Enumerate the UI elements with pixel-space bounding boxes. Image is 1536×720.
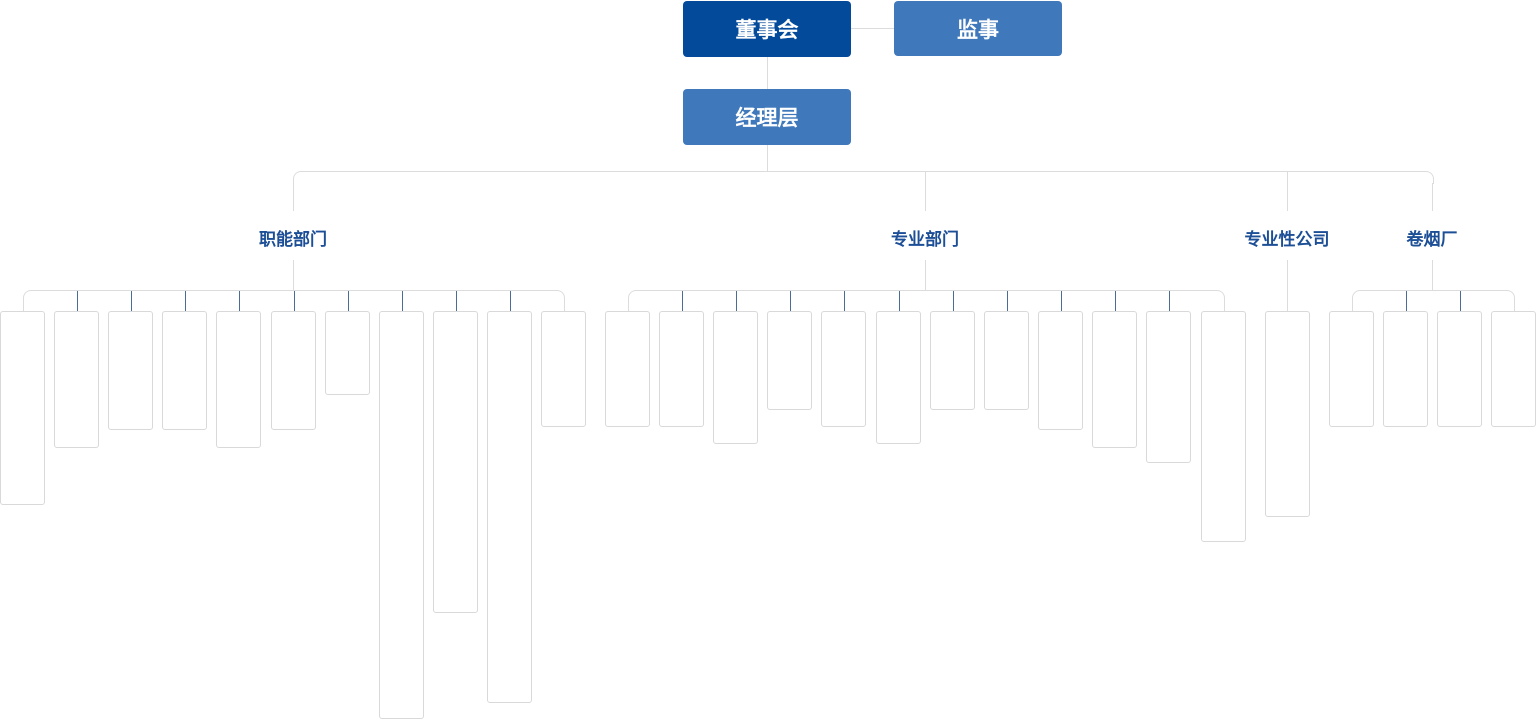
cigarette-factory-stem — [1432, 260, 1433, 290]
professional-sub-box[interactable] — [1146, 311, 1191, 463]
professional-sub-box[interactable] — [1038, 311, 1083, 430]
functional-sub-box[interactable] — [433, 311, 478, 613]
functional-tick — [239, 291, 240, 311]
group-label-functional[interactable]: 职能部门 — [259, 230, 327, 250]
functional-sub-box[interactable] — [162, 311, 207, 430]
cigarette-factory-sub-box[interactable] — [1491, 311, 1536, 427]
professional-sub-box[interactable] — [876, 311, 921, 444]
professional-stem — [925, 260, 926, 290]
functional-sub-box[interactable] — [54, 311, 99, 448]
professional-sub-box[interactable] — [821, 311, 866, 427]
functional-bracket — [23, 290, 565, 312]
functional-sub-box[interactable] — [216, 311, 261, 448]
top-level-bracket — [293, 171, 1434, 184]
functional-tick — [185, 291, 186, 311]
professional-bracket — [628, 290, 1225, 312]
functional-sub-box[interactable] — [487, 311, 532, 703]
professional-tick — [1061, 291, 1062, 311]
professional-tick — [736, 291, 737, 311]
professional-tick — [1115, 291, 1116, 311]
management-down-connector — [767, 145, 768, 171]
professional-sub-box[interactable] — [659, 311, 704, 427]
professional-tick — [682, 291, 683, 311]
professional-sub-box[interactable] — [930, 311, 975, 410]
connector-cigarette-factory — [1432, 183, 1433, 211]
functional-tick — [510, 291, 511, 311]
functional-stem — [293, 260, 294, 290]
cigarette-factory-sub-box[interactable] — [1383, 311, 1428, 427]
cigarette-factory-sub-box[interactable] — [1437, 311, 1482, 427]
functional-sub-box[interactable] — [325, 311, 370, 395]
connector-functional — [293, 183, 294, 211]
professional-tick — [1169, 291, 1170, 311]
professional-sub-box[interactable] — [984, 311, 1029, 410]
board-supervisor-connector — [851, 28, 894, 29]
professional-sub-box[interactable] — [605, 311, 650, 427]
functional-tick — [77, 291, 78, 311]
professional-sub-box[interactable] — [1201, 311, 1246, 542]
board-node[interactable]: 董事会 — [683, 1, 851, 57]
professional-tick — [899, 291, 900, 311]
professional-tick — [953, 291, 954, 311]
functional-tick — [456, 291, 457, 311]
management-node[interactable]: 经理层 — [683, 89, 851, 145]
professional-sub-box[interactable] — [1092, 311, 1137, 448]
professional-sub-box[interactable] — [713, 311, 758, 444]
professional-company-stem — [1287, 260, 1288, 311]
group-label-cigarette-factory[interactable]: 卷烟厂 — [1406, 230, 1458, 250]
functional-sub-box[interactable] — [541, 311, 586, 427]
board-management-connector — [767, 57, 768, 89]
functional-tick — [348, 291, 349, 311]
professional-sub-box[interactable] — [767, 311, 812, 410]
professional-tick — [1007, 291, 1008, 311]
cigarette-factory-tick — [1406, 291, 1407, 311]
professional-tick — [844, 291, 845, 311]
functional-tick — [402, 291, 403, 311]
connector-professional-company — [1287, 171, 1288, 211]
functional-tick — [131, 291, 132, 311]
supervisor-node[interactable]: 监事 — [894, 1, 1062, 56]
cigarette-factory-tick — [1460, 291, 1461, 311]
functional-sub-box[interactable] — [108, 311, 153, 430]
group-label-professional-company[interactable]: 专业性公司 — [1244, 230, 1330, 250]
group-label-professional[interactable]: 专业部门 — [891, 230, 959, 250]
cigarette-factory-bracket — [1352, 290, 1515, 312]
professional-company-sub-box[interactable] — [1265, 311, 1310, 517]
cigarette-factory-sub-box[interactable] — [1329, 311, 1374, 427]
functional-tick — [294, 291, 295, 311]
connector-professional — [925, 171, 926, 211]
professional-tick — [790, 291, 791, 311]
functional-sub-box[interactable] — [0, 311, 45, 505]
functional-sub-box[interactable] — [379, 311, 424, 719]
functional-sub-box[interactable] — [271, 311, 316, 430]
